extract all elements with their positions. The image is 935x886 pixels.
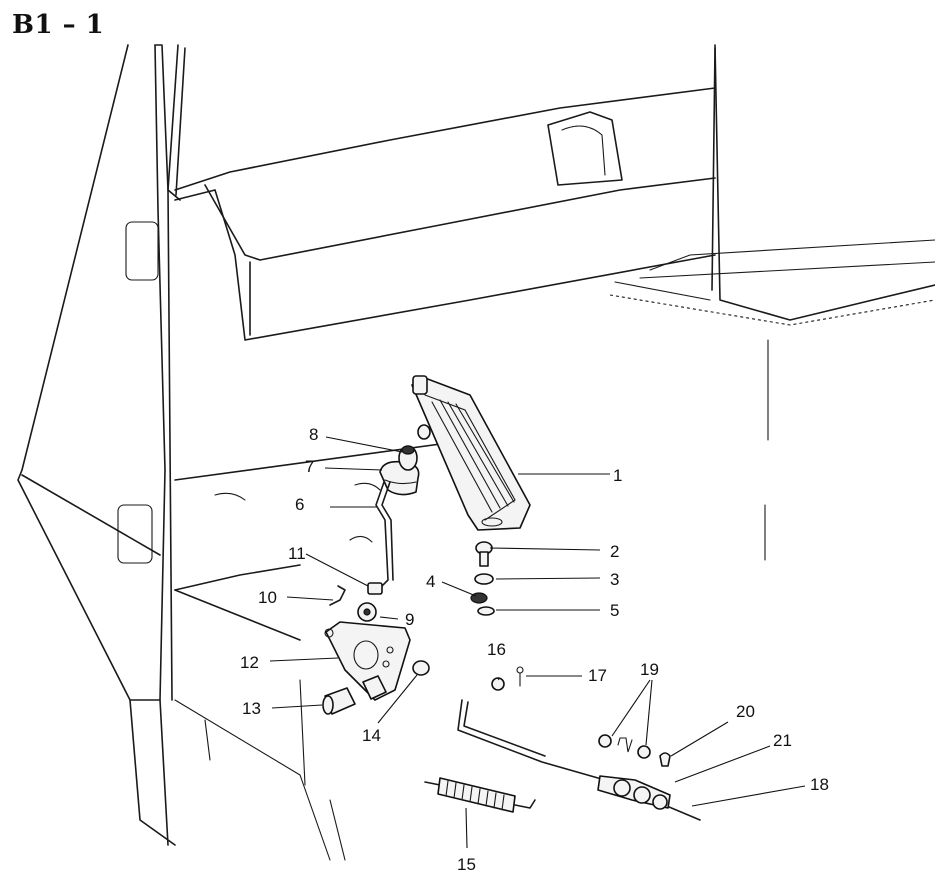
callout-4: 4 [426, 572, 435, 591]
retaining-clip [329, 585, 346, 606]
cable-clips [598, 734, 651, 759]
callout-6: 6 [295, 495, 304, 514]
callout-10: 10 [258, 588, 277, 607]
spring-washer [477, 606, 495, 616]
door-hinge-lower [117, 504, 153, 564]
rod-nut [367, 582, 383, 595]
washer [474, 573, 494, 585]
cab-body-outline [17, 44, 935, 861]
callout-19: 19 [640, 660, 659, 679]
callouts: 1 2 3 4 5 6 7 8 9 10 11 12 13 14 15 16 1… [240, 425, 829, 874]
return-spring [424, 777, 536, 813]
callout-21: 21 [773, 731, 792, 750]
callout-15: 15 [457, 855, 476, 874]
callout-14: 14 [362, 726, 381, 745]
cable-retainer-clip [659, 752, 671, 767]
pedal-stop-bolt [475, 541, 493, 567]
callout-12: 12 [240, 653, 259, 672]
callout-7: 7 [305, 457, 314, 476]
pivot-joint [357, 602, 377, 622]
callout-16: 16 [487, 640, 506, 659]
callout-8: 8 [309, 425, 318, 444]
callout-18: 18 [810, 775, 829, 794]
boot-cap [398, 445, 418, 471]
callout-9: 9 [405, 610, 414, 629]
callout-13: 13 [242, 699, 261, 718]
cable-nut [491, 677, 505, 691]
bracket-nut [412, 660, 430, 676]
split-pin [516, 666, 524, 687]
callout-5: 5 [610, 601, 619, 620]
bracket-bushing [322, 687, 356, 715]
bracket-sleeve [362, 675, 387, 700]
leader-lines [269, 436, 806, 849]
callout-2: 2 [610, 542, 619, 561]
callout-11: 11 [288, 544, 306, 563]
accelerator-pedal [411, 375, 531, 531]
throttle-cable [457, 699, 701, 821]
door-hinge-upper [125, 221, 159, 281]
page-title: B1 – 1 [12, 10, 105, 40]
callout-3: 3 [610, 570, 619, 589]
callout-20: 20 [736, 702, 755, 721]
callout-1: 1 [613, 466, 622, 485]
pedal-bracket [324, 621, 411, 701]
callout-17: 17 [588, 666, 607, 685]
pedal-rod [375, 481, 389, 589]
